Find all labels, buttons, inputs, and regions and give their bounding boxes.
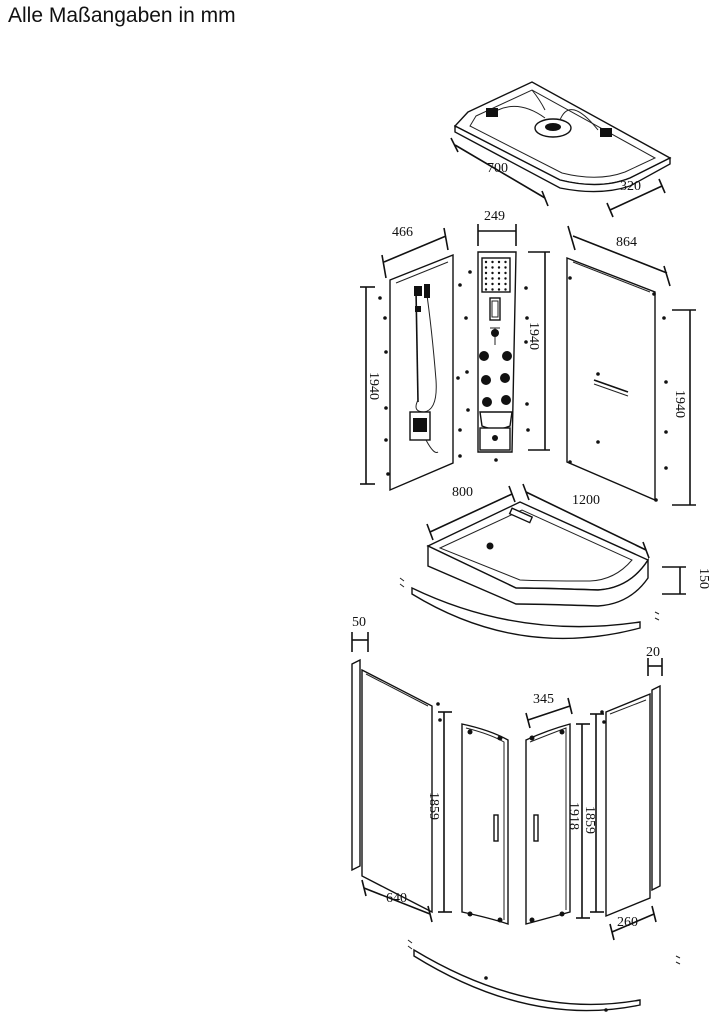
roof-depth-dimension: 700 bbox=[450, 137, 549, 207]
nozzle-dot bbox=[491, 288, 494, 291]
back-panel-width-dimension: 864 bbox=[567, 225, 671, 287]
right-glass-height-label: 1859 bbox=[582, 806, 597, 834]
right-frame-profile bbox=[651, 684, 661, 892]
shower-tray bbox=[426, 501, 650, 607]
roof-speaker-icon bbox=[600, 128, 612, 137]
massage-jet-icon bbox=[500, 373, 510, 383]
left-glass-height-label: 1859 bbox=[426, 792, 441, 820]
roof-depth-label: 700 bbox=[487, 161, 508, 176]
nozzle-dot bbox=[491, 277, 494, 280]
right-frame-width-label: 20 bbox=[646, 645, 660, 660]
towel-bar-icon bbox=[593, 379, 629, 393]
shelf-icon bbox=[479, 411, 513, 430]
left-fixed-glass bbox=[361, 668, 442, 914]
right-glass-height-dimension: 1859 bbox=[582, 713, 604, 913]
right-sliding-door bbox=[525, 723, 571, 925]
left-frame-width-label: 50 bbox=[352, 615, 366, 630]
drain-icon bbox=[486, 542, 494, 550]
hand-shower-icon bbox=[424, 284, 430, 298]
door-height-dimension: 1918 bbox=[566, 723, 590, 919]
nozzle-dot bbox=[504, 266, 507, 269]
nozzle-dot bbox=[504, 277, 507, 280]
side-panel-width-dimension: 466 bbox=[381, 225, 449, 279]
nozzle-dot bbox=[484, 266, 488, 269]
roof-width-dimension: 320 bbox=[606, 178, 666, 218]
nozzle-dot bbox=[491, 282, 494, 286]
units-caption: Alle Maßangaben in mm bbox=[8, 4, 236, 27]
roof-panel bbox=[453, 81, 672, 193]
left-frame-width-dimension: 50 bbox=[351, 615, 369, 652]
door-handle-icon bbox=[533, 814, 539, 842]
door-width-dimension: 345 bbox=[525, 692, 573, 729]
column-width-dimension: 249 bbox=[477, 209, 517, 246]
tray-height-label: 150 bbox=[696, 568, 711, 589]
right-frame-width-dimension: 20 bbox=[646, 645, 663, 676]
left-sliding-door bbox=[461, 723, 509, 925]
back-panel bbox=[566, 256, 668, 502]
left-glass-width-dimension: 640 bbox=[361, 879, 433, 923]
nozzle-dot bbox=[491, 266, 494, 269]
nozzle-dot bbox=[484, 277, 488, 280]
nozzle-dot bbox=[497, 282, 501, 286]
nozzle-dot bbox=[497, 288, 501, 291]
nozzle-dot bbox=[497, 260, 501, 264]
massage-jet-icon bbox=[502, 351, 512, 361]
left-glass-height-dimension: 1859 bbox=[426, 711, 452, 913]
massage-jet-icon bbox=[482, 397, 492, 407]
tray-length-dimension: 1200 bbox=[522, 483, 650, 559]
back-panel-height-label: 1940 bbox=[672, 390, 687, 418]
tray-width-label: 800 bbox=[452, 485, 473, 500]
nozzle-dot bbox=[497, 266, 501, 269]
bottom-guide-rail bbox=[407, 939, 681, 1012]
mixer-knob-icon bbox=[491, 329, 499, 337]
back-panel-width-label: 864 bbox=[616, 235, 637, 250]
column-height-label: 1940 bbox=[526, 322, 541, 350]
nozzle-dot bbox=[491, 271, 494, 275]
door-handle-icon bbox=[493, 814, 499, 842]
left-glass-width-label: 640 bbox=[386, 891, 407, 906]
door-height-label: 1918 bbox=[566, 802, 581, 830]
nozzle-dot bbox=[484, 260, 488, 264]
roof-width-label: 320 bbox=[620, 179, 641, 194]
side-panel-width-label: 466 bbox=[392, 225, 413, 240]
display-panel-icon bbox=[489, 297, 501, 321]
nozzle-dot bbox=[484, 282, 488, 286]
tray-height-dimension: 150 bbox=[662, 566, 711, 595]
left-frame-profile bbox=[351, 658, 361, 872]
left-side-panel bbox=[378, 253, 462, 492]
door-width-label: 345 bbox=[533, 692, 554, 707]
shower-column bbox=[464, 251, 530, 462]
column-height-dimension: 1940 bbox=[526, 251, 550, 451]
back-panel-height-dimension: 1940 bbox=[672, 309, 696, 506]
tray-length-label: 1200 bbox=[572, 493, 600, 508]
massage-jet-icon bbox=[479, 351, 489, 361]
right-fixed-glass bbox=[600, 692, 651, 918]
side-panel-height-dimension: 1940 bbox=[360, 286, 381, 485]
nozzle-dot bbox=[497, 277, 501, 280]
nozzle-dot bbox=[484, 288, 488, 291]
nozzle-dot bbox=[484, 271, 488, 275]
right-glass-width-dimension: 260 bbox=[609, 905, 657, 941]
nozzle-dot bbox=[504, 282, 507, 286]
nozzle-dot bbox=[504, 271, 507, 275]
nozzle-dot bbox=[491, 260, 494, 264]
nozzle-dot bbox=[497, 271, 501, 275]
nozzle-dot bbox=[504, 288, 507, 291]
nozzle-dot bbox=[504, 260, 507, 264]
shower-hose-icon bbox=[415, 287, 437, 413]
rain-nozzles-icon bbox=[481, 257, 511, 293]
column-width-label: 249 bbox=[484, 209, 505, 224]
right-glass-width-label: 260 bbox=[617, 915, 638, 930]
side-panel-height-label: 1940 bbox=[366, 372, 381, 400]
massage-jet-icon bbox=[481, 375, 491, 385]
tray-width-dimension: 800 bbox=[426, 485, 516, 541]
tray-apron bbox=[399, 577, 660, 640]
roof-speaker-icon bbox=[486, 108, 498, 117]
massage-jet-icon bbox=[501, 395, 511, 405]
